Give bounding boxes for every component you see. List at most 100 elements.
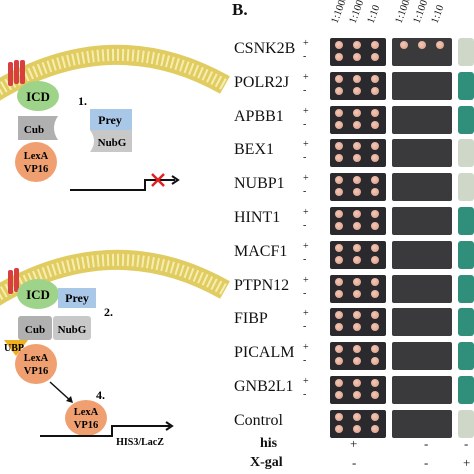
minus-sign: -	[303, 389, 307, 400]
colony-spot	[335, 379, 343, 387]
receptor-icon-2	[8, 268, 19, 294]
plus-sign: +	[303, 376, 309, 387]
lexa-label-2: LexA	[24, 353, 49, 364]
dilution-header: 1:10	[429, 3, 447, 25]
gene-label: NUBP1	[234, 175, 285, 193]
step-2-label: 2.	[104, 305, 113, 319]
minus-sign: -	[303, 84, 307, 96]
gene-label: MACF1	[234, 242, 288, 260]
plate-his-minus	[392, 173, 452, 202]
minus-sign: -	[303, 118, 307, 130]
colony-spot	[371, 379, 379, 387]
gene-label: PICALM	[234, 344, 295, 362]
colony-spot	[353, 345, 361, 354]
plate-his-minus	[392, 207, 452, 235]
plate-his-plus	[330, 308, 386, 337]
colony-spot	[335, 53, 343, 61]
plate-his-minus	[392, 38, 452, 66]
plate-his-plus	[330, 342, 386, 371]
icd-shape-2	[17, 279, 59, 309]
colony-spot	[371, 53, 379, 61]
colony-spot	[353, 243, 361, 252]
xgal-spot	[458, 38, 474, 66]
vp16-label-1: VP16	[24, 164, 49, 175]
minus-sign: -	[303, 186, 307, 198]
colony-spot	[371, 142, 379, 151]
panel-b-label: B.	[232, 0, 248, 19]
gene-label: POLR2J	[234, 73, 290, 91]
bait-prey-signs: +-	[303, 375, 309, 401]
colony-spot	[335, 311, 343, 320]
colony-spot	[353, 74, 361, 83]
colony-spot	[335, 86, 343, 95]
step-1-label: 1.	[78, 94, 87, 108]
colony-spot	[353, 289, 361, 298]
xgal-spot	[458, 71, 474, 100]
plate-his-plus	[330, 274, 386, 303]
xgal-spot	[458, 409, 474, 438]
nubg-label-1: NubG	[98, 137, 127, 149]
bait-prey-signs: +-	[303, 37, 309, 63]
colony-spot	[371, 255, 379, 264]
plate-his-minus	[392, 139, 452, 168]
lexa-label-1: LexA	[24, 151, 49, 162]
gene-label: APBB1	[234, 107, 284, 125]
gene-label: FIBP	[234, 310, 268, 328]
cub-label-1: Cub	[24, 124, 44, 136]
xgal-spot	[458, 139, 474, 168]
colony-spot	[335, 357, 343, 366]
colony-spot	[371, 74, 379, 83]
xgal-spot	[458, 308, 474, 337]
plate-his-plus	[330, 71, 386, 100]
minus-sign: -	[303, 355, 307, 367]
plate-his-plus	[330, 105, 386, 134]
xgal-spot	[458, 207, 474, 235]
colony-spot	[371, 391, 379, 399]
xgal-value: -	[424, 455, 429, 470]
bait-prey-signs: +-	[303, 138, 309, 164]
plus-sign: +	[303, 342, 309, 354]
colony-spot	[353, 86, 361, 95]
colony-spot	[335, 255, 343, 264]
gene-label: Control	[234, 411, 283, 429]
minus-sign: -	[303, 152, 307, 164]
colony-spot	[371, 345, 379, 354]
panel-a-diagram: ICD Cub LexA VP16 1. Prey NubG ICD Prey …	[0, 44, 230, 448]
colony-spot	[335, 323, 343, 332]
colony-spot	[371, 41, 379, 49]
plus-sign: +	[303, 173, 309, 185]
plate-his-plus	[330, 173, 386, 202]
reporter-label: HIS3/LacZ	[116, 437, 164, 448]
colony-spot	[335, 289, 343, 298]
colony-spot	[371, 154, 379, 163]
nubg-label-2: NubG	[58, 324, 87, 336]
prey-shape-2	[58, 288, 96, 308]
colony-spot	[371, 176, 379, 185]
his-label: his	[260, 436, 278, 451]
plus-sign: +	[303, 71, 309, 83]
blocked-cross-icon	[151, 173, 165, 187]
colony-spot	[335, 277, 343, 286]
plate-his-minus	[392, 409, 452, 438]
plus-sign: +	[303, 240, 309, 252]
his-value: -	[424, 436, 429, 451]
minus-sign: -	[303, 51, 307, 62]
colony-spot	[353, 277, 361, 286]
colony-spot	[400, 41, 408, 49]
dilution-header: 1:10	[365, 3, 383, 25]
xgal-spot	[458, 173, 474, 202]
ubp-shape	[4, 340, 28, 356]
colony-spot	[353, 210, 361, 218]
colony-spot	[335, 222, 343, 230]
colony-spot	[335, 120, 343, 129]
bait-prey-signs: +-	[303, 105, 309, 131]
cub-label-2: Cub	[25, 324, 45, 336]
gene-label: GNB2L1	[234, 378, 294, 395]
receptor-icon	[8, 60, 25, 86]
xgal-spot	[458, 105, 474, 134]
gene-label: BEX1	[234, 141, 274, 159]
colony-spot	[353, 53, 361, 61]
colony-spot	[353, 424, 361, 433]
colony-spot	[335, 424, 343, 433]
plate-his-plus	[330, 207, 386, 235]
